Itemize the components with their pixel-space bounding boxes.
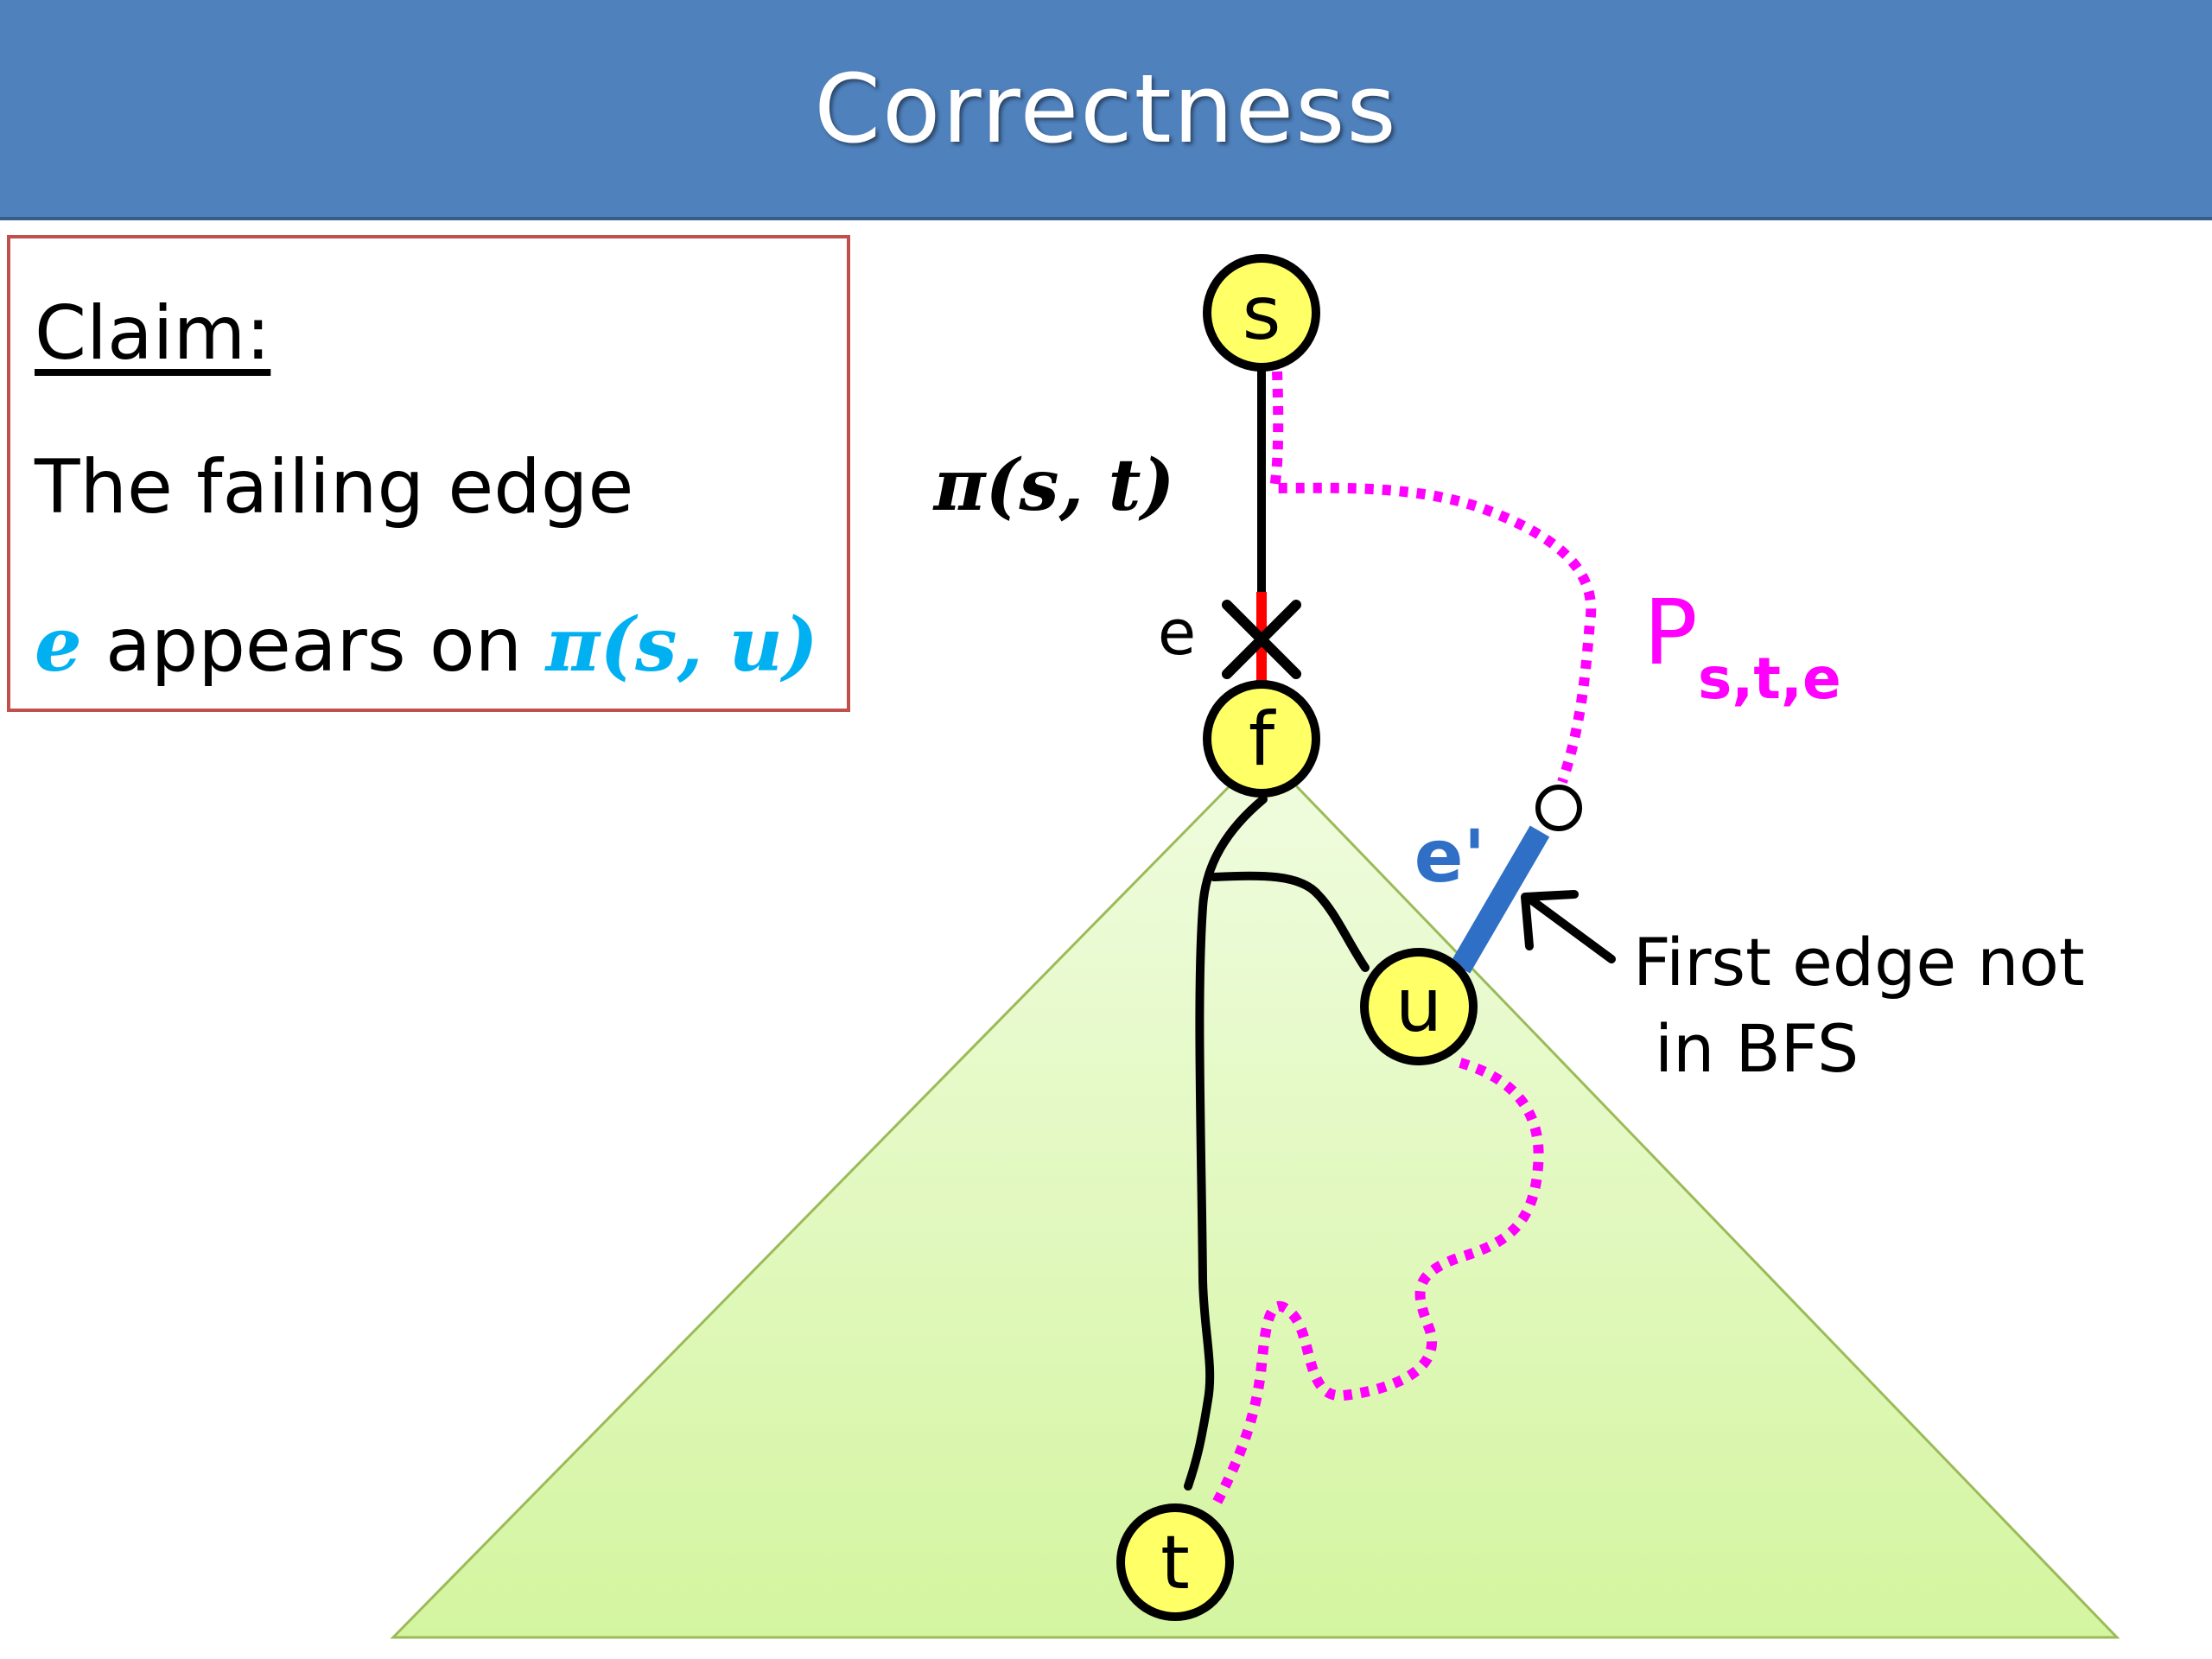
replacement-path-upper (1268, 371, 1597, 784)
slide-title: Correctness (814, 53, 1398, 164)
claim-box: Claim: The failing edge e appears on π(s… (7, 235, 850, 712)
replacement-path-lower (1209, 1058, 1544, 1510)
node-f-label: f (1249, 696, 1276, 783)
node-u: u (1360, 948, 1478, 1065)
claim-heading: Claim: (35, 290, 271, 377)
edge-prime-segment (1450, 825, 1550, 974)
arrow-icon (1521, 890, 1616, 963)
replacement-path-endpoint (1535, 785, 1582, 831)
node-t-label: t (1160, 1520, 1190, 1606)
annotation-line-2: in BFS (1655, 1010, 1859, 1087)
node-f: f (1203, 680, 1320, 798)
claim-line-1: The failing edge (35, 444, 634, 531)
node-u-label: u (1395, 963, 1443, 1049)
edge-prime-label: e' (1414, 814, 1486, 899)
bfs-tree-triangle (390, 749, 2120, 1639)
path-branch-to-u (1210, 871, 1370, 972)
claim-appears-on: appears on (81, 602, 546, 689)
title-bar: Correctness (0, 0, 2212, 220)
path-f-to-t (1184, 795, 1268, 1491)
annotation-line-1: First edge not (1633, 924, 2085, 1001)
failing-edge-x-icon (1222, 600, 1301, 679)
node-s: s (1203, 254, 1320, 372)
claim-edge-symbol: e (35, 601, 82, 689)
claim-path-symbol: π(s, u) (545, 601, 818, 689)
failing-edge-label: e (1158, 596, 1196, 669)
node-t: t (1116, 1503, 1234, 1621)
replacement-path-letter: P (1643, 580, 1698, 685)
path-label: π(s, t) (932, 444, 1175, 527)
node-s-label: s (1243, 270, 1281, 357)
replacement-path-subscript: s,t,e (1698, 645, 1841, 712)
claim-line-2: e appears on π(s, u) (35, 601, 818, 689)
replacement-path-label: P s,t,e (1643, 580, 1841, 712)
